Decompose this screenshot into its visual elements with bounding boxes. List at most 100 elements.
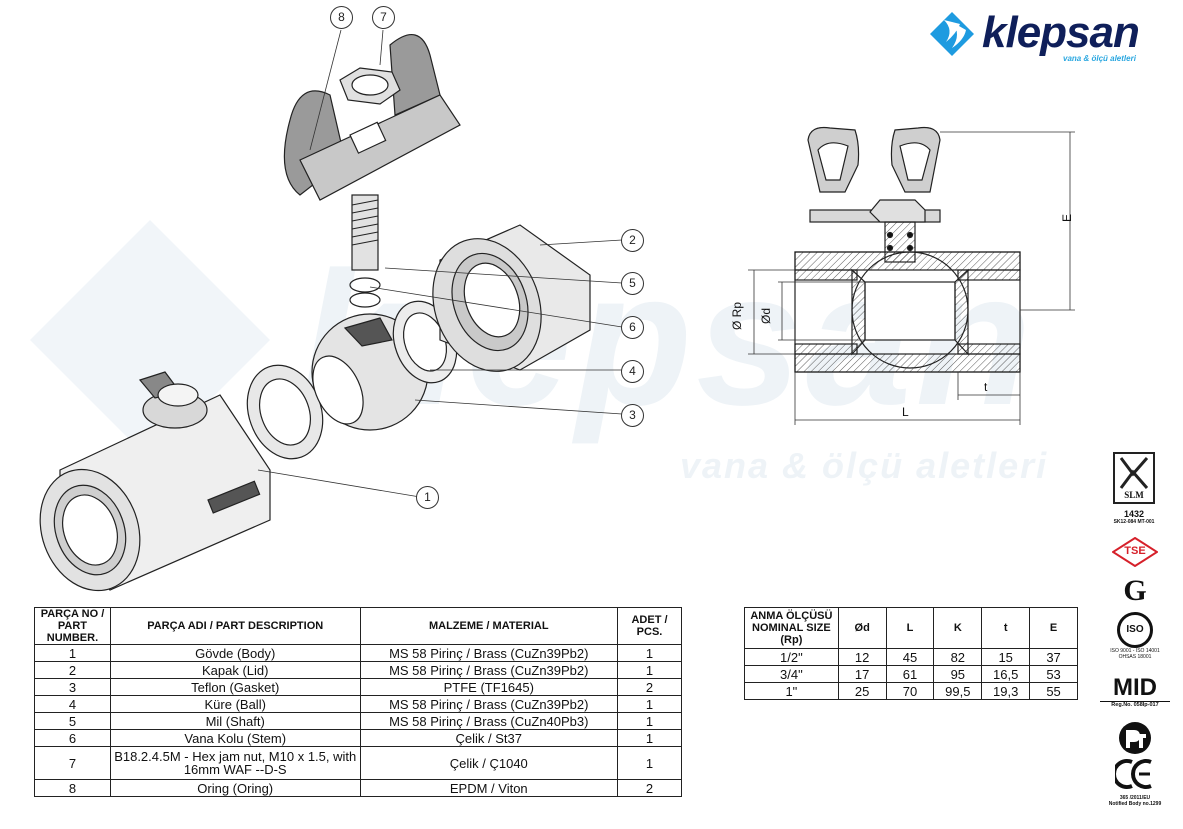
- cell-e: 55: [1029, 682, 1078, 700]
- dim-label-t: t: [984, 380, 988, 394]
- ce-cert: 365 /2011/EU Notified Body no.1299: [1103, 758, 1167, 807]
- cell-name: Küre (Ball): [109, 695, 361, 713]
- header-qty: ADET / PCS.: [617, 607, 682, 645]
- cell-material: Çelik / St37: [359, 729, 619, 747]
- mid-cert: MID Reg.No. 058Ip-017: [1100, 675, 1170, 708]
- cell-name: Mil (Shaft): [109, 712, 361, 730]
- logo-tagline: vana & ölçü aletleri: [1063, 54, 1136, 63]
- watermark-tagline: vana & ölçü aletleri: [680, 445, 1049, 486]
- cell-material: EPDM / Viton: [359, 779, 619, 797]
- brand-logo: klepsan vana & ölçü aletleri: [930, 8, 1160, 68]
- header-k: K: [933, 607, 983, 649]
- callout-8: 8: [330, 6, 353, 29]
- iso-text2: OHSAS 18001: [1118, 654, 1152, 660]
- header-nominal-size: ANMA ÖLÇÜSÜ NOMINAL SIZE (Rp): [744, 607, 839, 649]
- header-e: E: [1029, 607, 1078, 649]
- dimensions-table: ANMA ÖLÇÜSÜ NOMINAL SIZE (Rp) Ød L K t E…: [744, 607, 1078, 700]
- cell-name: Oring (Oring): [109, 779, 361, 797]
- parts-table: PARÇA NO / PART NUMBER. PARÇA ADI / PART…: [34, 607, 682, 797]
- cell-material: MS 58 Pirinç / Brass (CuZn39Pb2): [359, 661, 619, 679]
- valve-body: [39, 371, 271, 592]
- callout-7: 7: [372, 6, 395, 29]
- exploded-view-drawing: [39, 29, 623, 592]
- cell-qty: 1: [617, 746, 682, 780]
- iso-text1: ISO 9001 - ISO 14001: [1110, 648, 1160, 654]
- table-row: 6 Vana Kolu (Stem) Çelik / St37 1: [34, 729, 682, 747]
- cell-qty: 1: [617, 729, 682, 747]
- table-row: 3/4" 17 61 95 16,5 53: [744, 665, 1078, 683]
- cell-qty: 1: [617, 644, 682, 662]
- slm-label: SLM: [1124, 490, 1144, 500]
- cell-size: 1/2": [744, 648, 839, 666]
- cell-material: MS 58 Pirinç / Brass (CuZn40Pb3): [359, 712, 619, 730]
- cell-l: 61: [885, 665, 935, 683]
- cell-no: 6: [34, 729, 111, 747]
- cell-no: 5: [34, 712, 111, 730]
- cell-t: 16,5: [981, 665, 1031, 683]
- cell-l: 45: [885, 648, 935, 666]
- cell-no: 4: [34, 695, 111, 713]
- cell-qty: 1: [617, 661, 682, 679]
- ce-mark-icon: [1112, 759, 1152, 789]
- cell-material: MS 58 Pirinç / Brass (CuZn39Pb2): [359, 695, 619, 713]
- slm-logo-icon: [1113, 452, 1155, 504]
- table-row: 3 Teflon (Gasket) PTFE (TF1645) 2: [34, 678, 682, 696]
- cell-material: PTFE (TF1645): [359, 678, 619, 696]
- parts-header-row: PARÇA NO / PART NUMBER. PARÇA ADI / PART…: [34, 607, 682, 645]
- cell-name: Vana Kolu (Stem): [109, 729, 361, 747]
- table-row: 5 Mil (Shaft) MS 58 Pirinç / Brass (CuZn…: [34, 712, 682, 730]
- cell-no: 7: [34, 746, 111, 780]
- iso-label: ISO: [1117, 612, 1153, 648]
- ce-text1: 365 /2011/EU: [1119, 795, 1151, 801]
- callout-4: 4: [621, 360, 644, 383]
- callout-5: 5: [621, 272, 644, 295]
- cell-no: 8: [34, 779, 111, 797]
- dim-label-d: Ød: [759, 307, 773, 324]
- header-material: MALZEME / MATERIAL: [359, 607, 619, 645]
- cell-e: 53: [1029, 665, 1078, 683]
- slm-number: 1432: [1123, 509, 1145, 519]
- table-row: 7 B18.2.4.5M - Hex jam nut, M10 x 1.5, w…: [34, 746, 682, 780]
- cell-name: Gövde (Body): [109, 644, 361, 662]
- dim-label-e: E: [1060, 213, 1074, 222]
- table-row: 4 Küre (Ball) MS 58 Pirinç / Brass (CuZn…: [34, 695, 682, 713]
- tse-label: TSE: [1124, 545, 1146, 557]
- tse-diamond-icon: [1112, 537, 1158, 567]
- cell-material: Çelik / Ç1040: [359, 746, 619, 780]
- cell-t: 15: [981, 648, 1031, 666]
- dims-header-row: ANMA ÖLÇÜSÜ NOMINAL SIZE (Rp) Ød L K t E: [744, 607, 1078, 649]
- cell-k: 99,5: [933, 682, 983, 700]
- cell-e: 37: [1029, 648, 1078, 666]
- table-row: 1/2" 12 45 82 15 37: [744, 648, 1078, 666]
- mid-label: MID: [1113, 674, 1157, 701]
- callout-2: 2: [621, 229, 644, 252]
- cell-qty: 2: [617, 678, 682, 696]
- slm-cert: SLM 1432 SK12-084 MT-001: [1097, 452, 1171, 525]
- logo-wordmark: klepsan: [982, 8, 1140, 57]
- header-l: L: [885, 607, 935, 649]
- table-row: 1" 25 70 99,5 19,3 55: [744, 682, 1078, 700]
- cell-name: Kapak (Lid): [109, 661, 361, 679]
- dim-label-l: L: [902, 405, 909, 419]
- cell-d: 12: [837, 648, 887, 666]
- mid-reg: Reg.No. 058Ip-017: [1100, 701, 1170, 708]
- cell-t: 19,3: [981, 682, 1031, 700]
- callout-1: 1: [416, 486, 439, 509]
- dim-label-rp: Ø Rp: [730, 301, 744, 330]
- iso-cert: ISO ISO 9001 - ISO 14001 OHSAS 18001: [1105, 612, 1165, 660]
- cell-no: 3: [34, 678, 111, 696]
- section-view-drawing: [748, 126, 1075, 425]
- tse-cert: TSE: [1112, 537, 1158, 567]
- g-mark: G: [1123, 574, 1147, 607]
- cell-qty: 1: [617, 695, 682, 713]
- cell-l: 70: [885, 682, 935, 700]
- table-row: 2 Kapak (Lid) MS 58 Pirinç / Brass (CuZn…: [34, 661, 682, 679]
- cell-no: 1: [34, 644, 111, 662]
- cell-material: MS 58 Pirinç / Brass (CuZn39Pb2): [359, 644, 619, 662]
- header-d: Ød: [837, 607, 887, 649]
- cell-name: B18.2.4.5M - Hex jam nut, M10 x 1.5, wit…: [109, 746, 361, 780]
- cell-d: 17: [837, 665, 887, 683]
- ce-text2: Notified Body no.1299: [1108, 801, 1162, 807]
- table-row: 8 Oring (Oring) EPDM / Viton 2: [34, 779, 682, 797]
- cell-d: 25: [837, 682, 887, 700]
